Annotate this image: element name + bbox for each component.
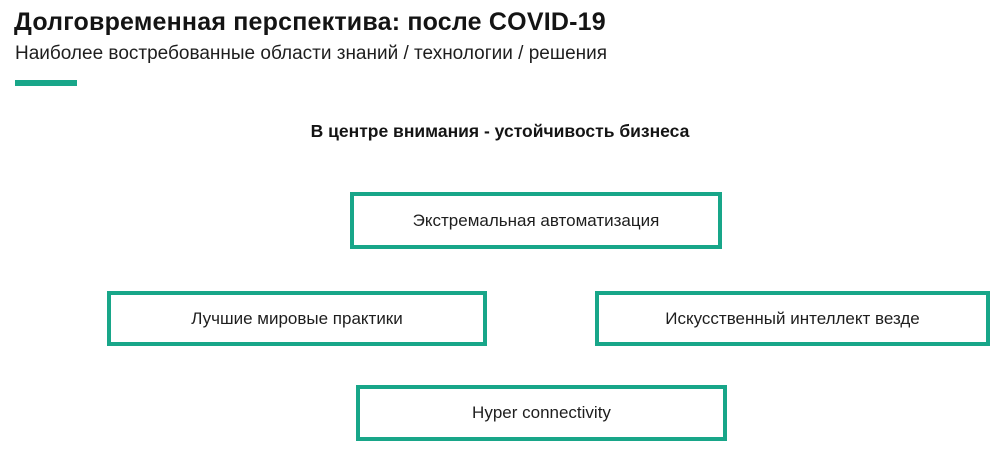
box-ai-everywhere: Искусственный интеллект везде xyxy=(595,291,990,346)
focus-heading: В центре внимания - устойчивость бизнеса xyxy=(310,121,690,141)
box-extreme-automation: Экстремальная автоматизация xyxy=(350,192,722,249)
accent-underline-bar xyxy=(15,80,77,86)
slide-title: Долговременная перспектива: после COVID-… xyxy=(14,8,606,36)
slide-subtitle: Наиболее востребованные области знаний /… xyxy=(15,43,608,64)
box-best-world-practices: Лучшие мировые практики xyxy=(107,291,487,346)
box-hyper-connectivity: Hyper connectivity xyxy=(356,385,727,441)
